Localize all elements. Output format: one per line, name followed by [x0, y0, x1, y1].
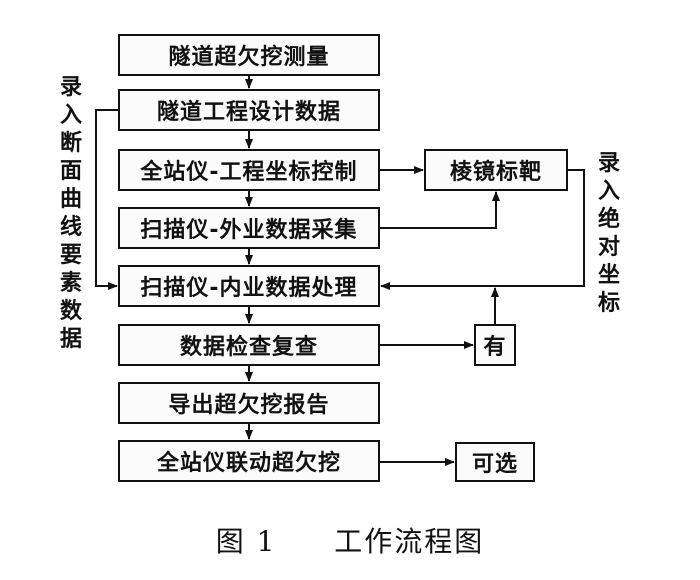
step-label: 扫描仪-外业数据采集	[140, 218, 358, 243]
step-label: 全站仪-工程坐标控制	[140, 160, 358, 185]
step-label: 隧道工程设计数据	[156, 100, 341, 125]
step-label: 隧道超欠挖测量	[168, 45, 330, 70]
step-design-data: 隧道工程设计数据	[118, 89, 380, 131]
left-side-label: 录入断面曲线要素数据	[59, 75, 82, 352]
has-box: 有	[474, 324, 516, 366]
figure-title: 工作流程图	[334, 525, 485, 558]
optional-label: 可选	[471, 452, 518, 477]
step-tunnel-measurement: 隧道超欠挖测量	[118, 34, 380, 76]
figure-number: 图 1	[215, 525, 277, 558]
right-loop-connector	[380, 169, 585, 290]
step-scanner-office: 扫描仪-内业数据处理	[118, 265, 380, 307]
left-loop-connector	[95, 109, 118, 290]
prism-target-box: 棱镜标靶	[424, 149, 568, 191]
step-export-report: 导出超欠挖报告	[118, 382, 380, 424]
optional-box: 可选	[455, 442, 535, 482]
step-linked-station: 全站仪联动超欠挖	[118, 440, 380, 482]
step-scanner-field: 扫描仪-外业数据采集	[118, 207, 380, 249]
step-label: 全站仪联动超欠挖	[156, 451, 341, 476]
arrow-field-to-prism	[380, 191, 500, 229]
step-label: 数据检查复查	[179, 335, 318, 360]
right-side-label: 录入绝对坐标	[597, 151, 620, 316]
step-total-station-control: 全站仪-工程坐标控制	[118, 149, 380, 191]
step-label: 导出超欠挖报告	[168, 393, 330, 418]
figure-caption: 图 1 工作流程图	[0, 520, 700, 560]
step-label: 扫描仪-内业数据处理	[140, 276, 358, 301]
step-data-check: 数据检查复查	[118, 324, 380, 366]
has-label: 有	[483, 335, 507, 360]
prism-target-label: 棱镜标靶	[449, 160, 542, 185]
